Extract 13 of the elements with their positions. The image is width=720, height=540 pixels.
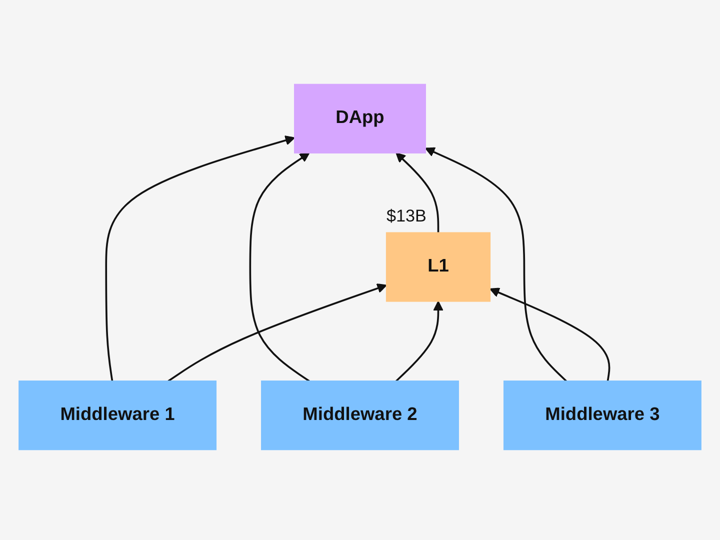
arrow	[168, 283, 387, 382]
process-box: L1	[386, 232, 491, 302]
process-box: Middleware 1	[18, 380, 217, 450]
arrow	[396, 152, 440, 233]
arrow	[424, 147, 567, 382]
arrow	[249, 152, 310, 382]
process-box: Middleware 2	[261, 380, 459, 450]
node-caption: $13B	[386, 206, 426, 226]
process-box: Middleware 3	[503, 380, 702, 450]
process-box: DApp	[294, 84, 426, 154]
arrow	[395, 300, 444, 382]
arrow	[490, 288, 610, 382]
arrow	[105, 136, 296, 382]
